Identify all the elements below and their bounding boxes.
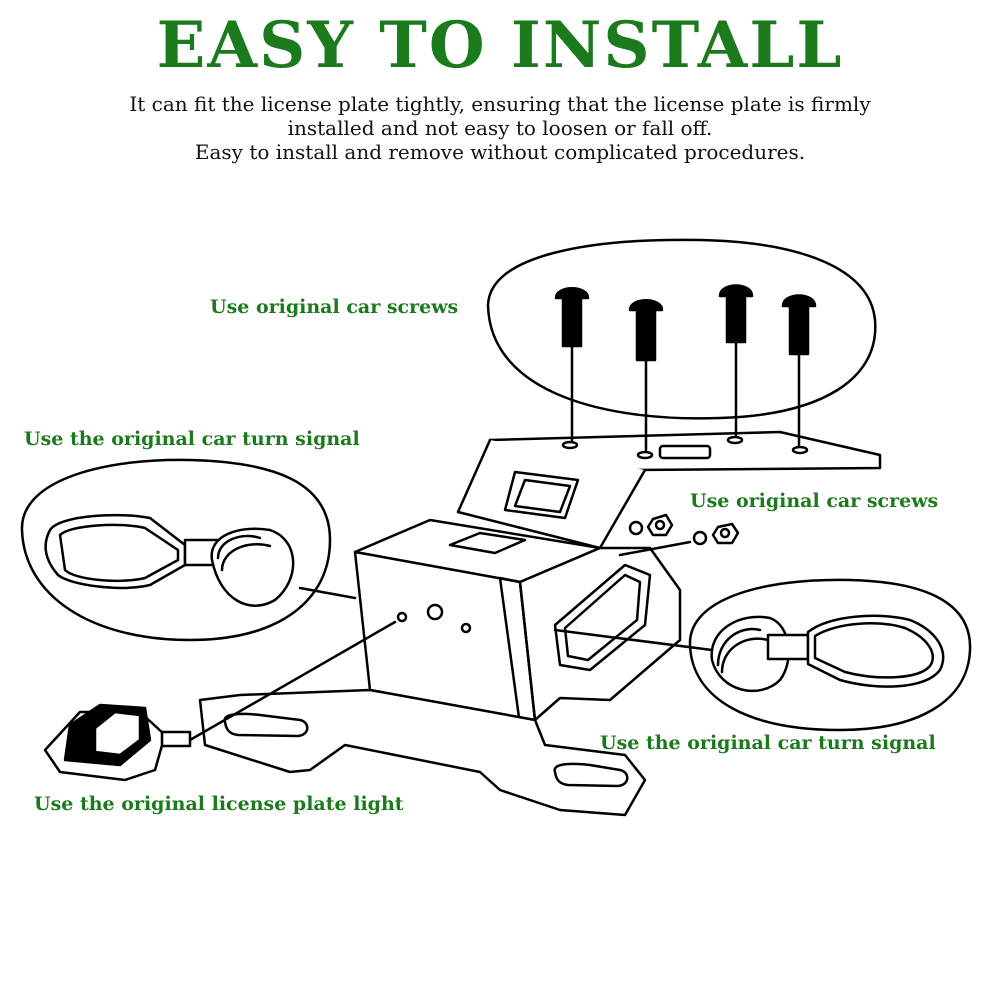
license-plate-light-icon: [43, 620, 397, 782]
page-title: EASY TO INSTALL: [156, 8, 844, 83]
description-line-3: Easy to install and remove without compl…: [194, 140, 806, 164]
nut-washer-icon: [618, 513, 740, 557]
right-turn-signal-icon: [553, 614, 945, 693]
label-turn-signal-left: Use the original car turn signal: [24, 428, 360, 450]
description: It can fit the license plate tightly, en…: [40, 92, 960, 164]
screw-3-icon: [718, 284, 754, 437]
label-screws-top: Use original car screws: [210, 296, 459, 318]
bracket-upper-arm: [456, 438, 647, 550]
left-signal-callout-ellipse: [20, 458, 332, 642]
bracket-lower-plate: [198, 688, 647, 817]
screw-4-icon: [781, 294, 817, 447]
left-turn-signal-icon: [44, 513, 357, 607]
bracket-side-plate: [518, 546, 682, 722]
screw-2-icon: [628, 299, 664, 452]
label-plate-light: Use the original license plate light: [34, 793, 404, 815]
right-signal-callout-ellipse: [688, 578, 972, 732]
screw-1-icon: [554, 287, 590, 442]
description-line-1: It can fit the license plate tightly, en…: [129, 92, 871, 116]
description-line-2: installed and not easy to loosen or fall…: [287, 116, 713, 140]
label-turn-signal-right: Use the original car turn signal: [600, 732, 936, 754]
screws-callout-ellipse: [486, 238, 877, 420]
label-screws-right: Use original car screws: [690, 490, 939, 512]
